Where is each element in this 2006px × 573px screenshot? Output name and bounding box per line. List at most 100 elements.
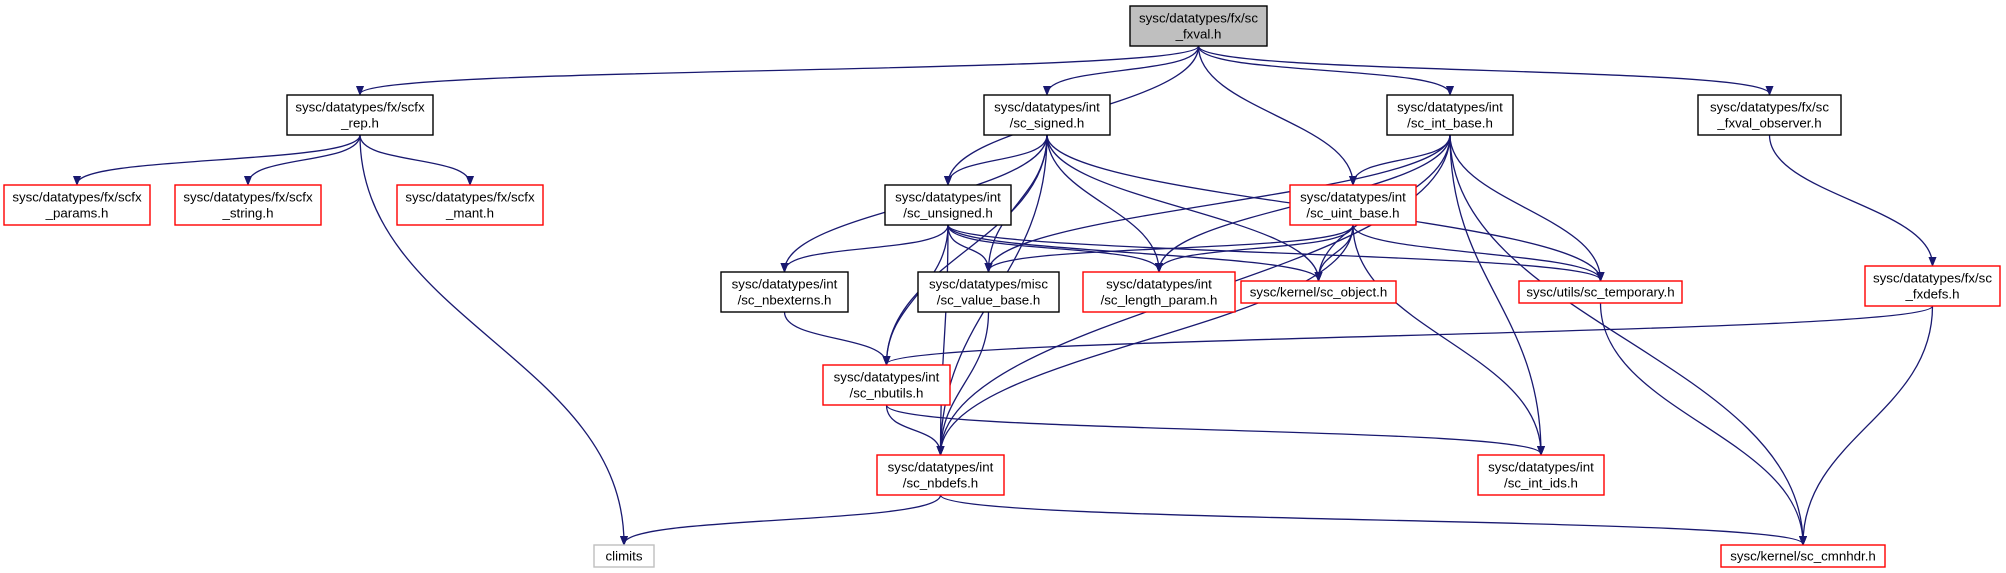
edge-sc_value_base-to-sc_nbdefs: [941, 311, 990, 454]
node-sc_nbutils[interactable]: sysc/datatypes/int/sc_nbutils.h: [822, 364, 951, 406]
node-scfx_rep-label-line-1: sysc/datatypes/fx/scfx: [295, 99, 425, 114]
node-sc_object-label-line-1: sysc/kernel/sc_object.h: [1250, 284, 1387, 299]
node-scfx_mant-box: [396, 184, 544, 226]
node-scfx_rep[interactable]: sysc/datatypes/fx/scfx_rep.h: [286, 94, 434, 136]
node-sc_fxdefs[interactable]: sysc/datatypes/fx/sc_fxdefs.h: [1864, 265, 2001, 307]
node-scfx_string-label-line-1: sysc/datatypes/fx/scfx: [183, 189, 313, 204]
nodes-layer: sysc/datatypes/fx/sc_fxval.hsysc/datatyp…: [3, 5, 2001, 568]
node-sc_length_param-box: [1082, 271, 1236, 313]
node-sc_uint_base[interactable]: sysc/datatypes/int/sc_uint_base.h: [1289, 184, 1417, 226]
node-sc_int_ids-label-line-1: sysc/datatypes/int: [1488, 459, 1594, 474]
edge-scfx_rep-to-climits: [359, 134, 624, 544]
node-climits[interactable]: climits: [593, 544, 655, 568]
edge-fxval-to-sc_int_base: [1197, 45, 1451, 94]
node-sc_cmnhdr-box: [1720, 544, 1886, 568]
edge-sc_nbdefs-to-sc_cmnhdr: [939, 494, 1804, 544]
node-scfx_params-box: [3, 184, 151, 226]
edge-fxval-to-sc_uint_base: [1197, 45, 1354, 184]
node-sc_length_param[interactable]: sysc/datatypes/int/sc_length_param.h: [1082, 271, 1236, 313]
node-scfx_rep-box: [286, 94, 434, 136]
node-fxval-label-line-2: _fxval.h: [1175, 26, 1222, 41]
node-sc_signed-label-line-2: /sc_signed.h: [1010, 115, 1085, 130]
node-sc_uint_base-box: [1289, 184, 1417, 226]
node-sc_nbexterns-label-line-2: /sc_nbexterns.h: [738, 292, 832, 307]
node-sc_int_base-label-line-1: sysc/datatypes/int: [1397, 99, 1503, 114]
node-sc_temporary-box: [1518, 280, 1683, 304]
node-sc_nbexterns-box: [720, 271, 849, 313]
node-sc_value_base-label-line-1: sysc/datatypes/misc: [929, 276, 1048, 291]
node-fxval_obs-box: [1697, 94, 1842, 136]
node-sc_fxdefs-box: [1864, 265, 2001, 307]
node-fxval_obs-label-line-1: sysc/datatypes/fx/sc: [1710, 99, 1829, 114]
edge-sc_nbutils-to-sc_nbdefs: [885, 404, 941, 454]
node-sc_temporary[interactable]: sysc/utils/sc_temporary.h: [1518, 280, 1683, 304]
node-scfx_params[interactable]: sysc/datatypes/fx/scfx_params.h: [3, 184, 151, 226]
node-fxval: sysc/datatypes/fx/sc_fxval.h: [1129, 5, 1268, 47]
edge-sc_unsigned-to-sc_length_param: [947, 224, 1159, 271]
node-sc_nbdefs-box: [876, 454, 1005, 496]
edge-sc_signed-to-sc_length_param: [1046, 134, 1159, 271]
node-scfx_mant-label-line-1: sysc/datatypes/fx/scfx: [405, 189, 535, 204]
node-sc_nbutils-box: [822, 364, 951, 406]
edge-sc_int_base-to-sc_int_ids: [1449, 134, 1541, 454]
edge-fxval-to-fxval_obs: [1197, 45, 1770, 94]
node-sc_nbutils-label-line-1: sysc/datatypes/int: [834, 369, 940, 384]
node-sc_value_base[interactable]: sysc/datatypes/misc/sc_value_base.h: [917, 271, 1060, 313]
node-scfx_params-label-line-1: sysc/datatypes/fx/scfx: [12, 189, 142, 204]
edge-sc_uint_base-to-sc_value_base: [989, 224, 1354, 271]
node-sc_cmnhdr-label-line-1: sysc/kernel/sc_cmnhdr.h: [1730, 548, 1876, 563]
node-scfx_string[interactable]: sysc/datatypes/fx/scfx_string.h: [174, 184, 322, 226]
node-sc_uint_base-label-line-1: sysc/datatypes/int: [1300, 189, 1406, 204]
node-sc_unsigned-box: [884, 184, 1012, 226]
edge-sc_unsigned-to-sc_nbdefs: [941, 224, 949, 454]
node-sc_object-box: [1240, 280, 1397, 304]
node-fxval-label-line-1: sysc/datatypes/fx/sc: [1139, 10, 1258, 25]
node-sc_value_base-box: [917, 271, 1060, 313]
node-sc_int_base-box: [1386, 94, 1514, 136]
node-fxval_obs[interactable]: sysc/datatypes/fx/sc_fxval_observer.h: [1697, 94, 1842, 136]
edge-sc_int_base-to-sc_cmnhdr: [1449, 134, 1803, 544]
node-sc_int_base[interactable]: sysc/datatypes/int/sc_int_base.h: [1386, 94, 1514, 136]
edge-sc_fxdefs-to-sc_nbutils: [887, 305, 1934, 364]
edge-sc_signed-to-sc_unsigned: [948, 134, 1048, 184]
node-sc_nbdefs-label-line-2: /sc_nbdefs.h: [903, 475, 978, 490]
edge-sc_temporary-to-sc_cmnhdr: [1599, 302, 1804, 544]
node-sc_fxdefs-label-line-1: sysc/datatypes/fx/sc: [1873, 270, 1992, 285]
node-sc_cmnhdr[interactable]: sysc/kernel/sc_cmnhdr.h: [1720, 544, 1886, 568]
edge-sc_uint_base-to-sc_temporary: [1352, 224, 1601, 280]
edge-sc_int_base-to-sc_value_base: [989, 134, 1451, 271]
edge-sc_unsigned-to-sc_nbutils: [887, 224, 949, 364]
edge-sc_uint_base-to-sc_int_ids: [1352, 224, 1541, 454]
node-sc_int_ids[interactable]: sysc/datatypes/int/sc_int_ids.h: [1477, 454, 1605, 496]
node-sc_length_param-label-line-2: /sc_length_param.h: [1101, 292, 1218, 307]
node-sc_nbdefs[interactable]: sysc/datatypes/int/sc_nbdefs.h: [876, 454, 1005, 496]
node-sc_uint_base-label-line-2: /sc_uint_base.h: [1306, 205, 1399, 220]
edge-sc_nbdefs-to-climits: [624, 494, 942, 544]
node-sc_signed[interactable]: sysc/datatypes/int/sc_signed.h: [983, 94, 1111, 136]
edge-fxval_obs-to-sc_fxdefs: [1768, 134, 1933, 265]
node-scfx_string-label-line-2: _string.h: [222, 205, 274, 220]
node-sc_unsigned[interactable]: sysc/datatypes/int/sc_unsigned.h: [884, 184, 1012, 226]
node-sc_int_ids-label-line-2: /sc_int_ids.h: [1504, 475, 1578, 490]
node-sc_nbutils-label-line-2: /sc_nbutils.h: [850, 385, 924, 400]
edge-sc_nbutils-to-sc_int_ids: [885, 404, 1542, 454]
node-sc_unsigned-label-line-1: sysc/datatypes/int: [895, 189, 1001, 204]
edge-sc_unsigned-to-sc_nbexterns: [785, 224, 949, 271]
edge-scfx_rep-to-scfx_mant: [359, 134, 470, 184]
node-sc_fxdefs-label-line-2: _fxdefs.h: [1905, 286, 1960, 301]
edge-sc_fxdefs-to-sc_cmnhdr: [1803, 305, 1934, 544]
edge-fxval-to-sc_signed: [1047, 45, 1200, 94]
node-sc_object[interactable]: sysc/kernel/sc_object.h: [1240, 280, 1397, 304]
node-sc_nbexterns-label-line-1: sysc/datatypes/int: [732, 276, 838, 291]
node-sc_nbdefs-label-line-1: sysc/datatypes/int: [888, 459, 994, 474]
node-climits-box: [593, 544, 655, 568]
node-scfx_mant[interactable]: sysc/datatypes/fx/scfx_mant.h: [396, 184, 544, 226]
node-sc_unsigned-label-line-2: /sc_unsigned.h: [903, 205, 992, 220]
edge-sc_unsigned-to-sc_object: [947, 224, 1319, 280]
node-sc_nbexterns[interactable]: sysc/datatypes/int/sc_nbexterns.h: [720, 271, 849, 313]
node-fxval_obs-label-line-2: _fxval_observer.h: [1716, 115, 1821, 130]
node-scfx_rep-label-line-2: _rep.h: [340, 115, 379, 130]
node-climits-label-line-1: climits: [606, 548, 643, 563]
node-sc_signed-label-line-1: sysc/datatypes/int: [994, 99, 1100, 114]
